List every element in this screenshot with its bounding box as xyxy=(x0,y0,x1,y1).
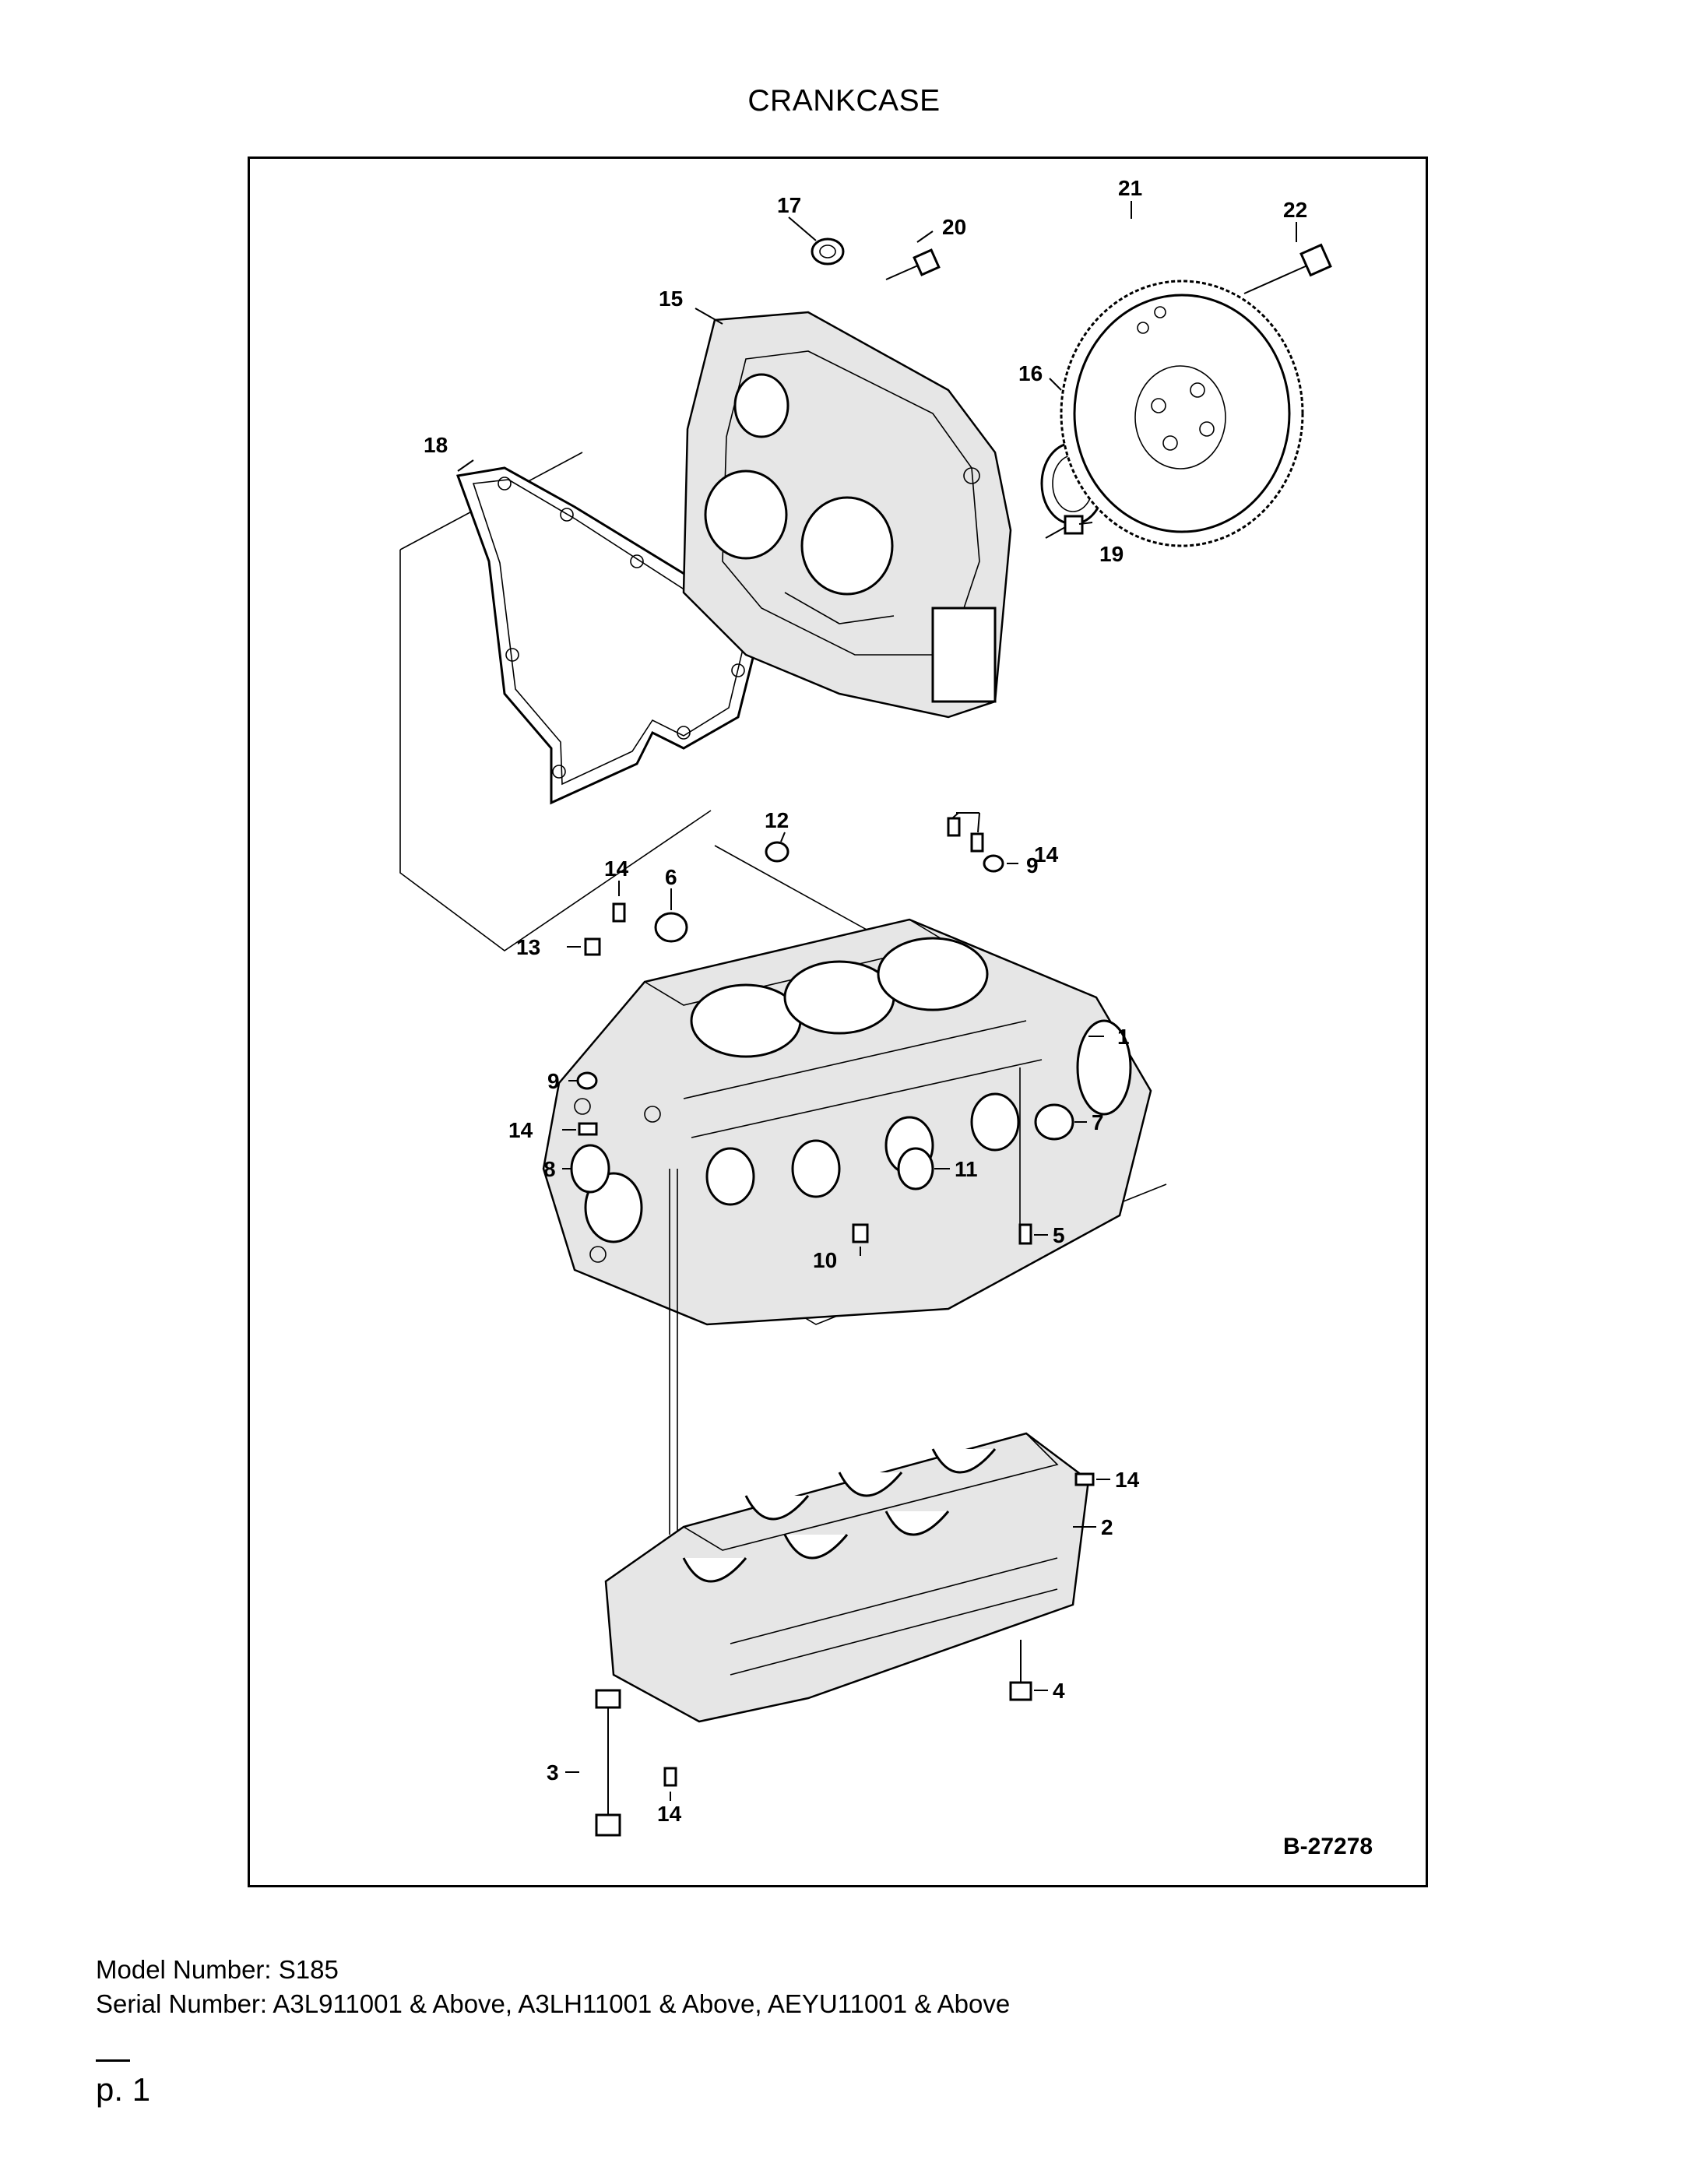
callout-9-b: 9 xyxy=(547,1069,560,1093)
flywheel xyxy=(1060,280,1304,547)
oil-seal-8 xyxy=(570,1144,610,1194)
plug-12 xyxy=(765,841,789,863)
flywheel-bolt xyxy=(1243,243,1332,294)
cylinder-block xyxy=(542,918,1152,1326)
figure-reference: B-27278 xyxy=(1283,1834,1373,1859)
plug-11 xyxy=(897,1147,934,1190)
bolt-3 xyxy=(595,1689,621,1837)
gear-case xyxy=(682,311,1012,719)
callout-14-e: 14 xyxy=(657,1802,682,1826)
callout-18: 18 xyxy=(424,433,448,457)
gear-case-gasket xyxy=(455,466,763,805)
callout-9-a: 9 xyxy=(1026,853,1039,877)
dowel-pin-14-lower-right xyxy=(1074,1472,1095,1486)
diagram-frame xyxy=(248,157,1428,1887)
callout-7: 7 xyxy=(1092,1110,1104,1134)
callout-5: 5 xyxy=(1053,1223,1065,1247)
page-number: p. 1 xyxy=(96,2071,151,2108)
exploded-parts-diagram: 17 20 21 22 15 16 18 19 14 12 9 14 6 13 … xyxy=(248,157,1428,1887)
callout-14-a: 14 xyxy=(1034,842,1059,867)
callout-15: 15 xyxy=(659,287,683,311)
dowel-pin-pair-14 xyxy=(947,817,984,853)
callout-3: 3 xyxy=(547,1760,559,1785)
serial-number-line: Serial Number: A3L911001 & Above, A3LH11… xyxy=(96,1989,1011,2018)
callout-2: 2 xyxy=(1101,1515,1113,1539)
page-number-rule xyxy=(96,2059,130,2062)
callout-4: 4 xyxy=(1053,1679,1065,1703)
dowel-pin-14-lower-left xyxy=(663,1767,677,1787)
plug-9-lower xyxy=(576,1071,598,1090)
dowel-pin-14-left xyxy=(612,902,626,923)
oil-seal-17 xyxy=(811,237,845,266)
callout-14-b: 14 xyxy=(604,856,629,881)
callout-14-d: 14 xyxy=(1115,1468,1140,1492)
callout-13: 13 xyxy=(516,935,540,959)
callout-21: 21 xyxy=(1118,176,1142,200)
callout-12: 12 xyxy=(765,808,789,832)
plug-9-upper xyxy=(983,854,1004,873)
callout-19: 19 xyxy=(1099,542,1124,566)
bolt-4 xyxy=(1009,1640,1032,1701)
callout-11: 11 xyxy=(955,1157,978,1181)
callout-22: 22 xyxy=(1283,198,1307,222)
callout-10: 10 xyxy=(813,1248,837,1272)
footer-info: Model Number: S185 Serial Number: A3L911… xyxy=(96,1953,1010,2021)
crankcase-lower xyxy=(604,1432,1090,1723)
callout-20: 20 xyxy=(942,215,966,239)
group-outline-upper xyxy=(399,550,712,951)
dowel-pin-5 xyxy=(1018,1223,1032,1245)
dowel-pin-14-mid xyxy=(578,1122,598,1136)
callout-6: 6 xyxy=(665,865,677,889)
gear-case-bolt-19 xyxy=(1045,515,1084,539)
callout-16: 16 xyxy=(1018,361,1043,385)
callout-8: 8 xyxy=(543,1157,556,1181)
seal-6 xyxy=(654,912,688,943)
page-title: CRANKCASE xyxy=(747,84,941,118)
oil-seal-7 xyxy=(1034,1103,1074,1141)
callout-1: 1 xyxy=(1117,1025,1130,1049)
callout-14-c: 14 xyxy=(508,1118,533,1142)
callout-17: 17 xyxy=(777,193,801,217)
plug-13 xyxy=(584,937,601,956)
gear-case-bolt-20 xyxy=(885,248,941,280)
model-number-line: Model Number: S185 xyxy=(96,1955,339,1984)
plug-10 xyxy=(852,1223,869,1243)
